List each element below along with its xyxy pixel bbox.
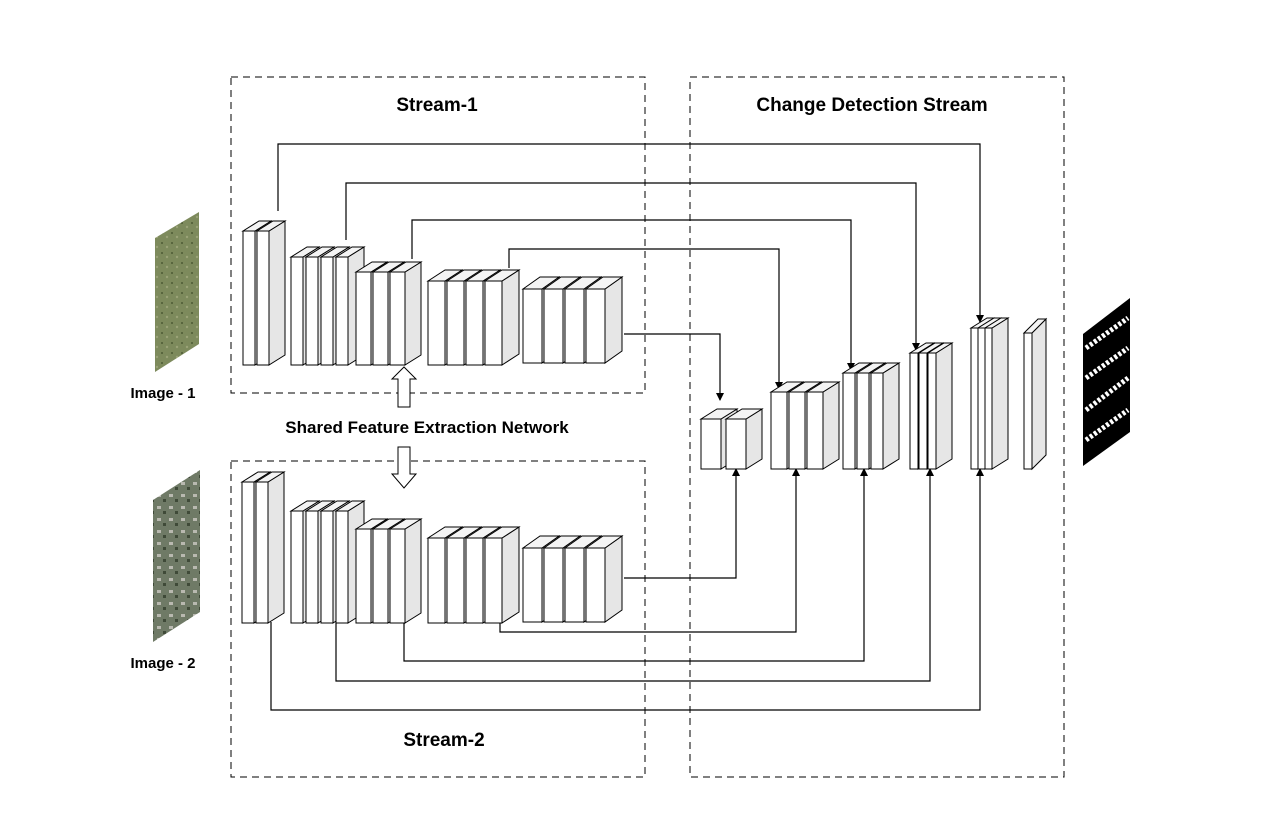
shared-up-arrow <box>390 366 418 408</box>
s2-block-3-slab-3 <box>388 518 423 624</box>
s2-block-1-slab-2 <box>254 471 286 624</box>
bottleneck-s1 <box>624 333 724 401</box>
cd-block-2-slab-3 <box>805 381 841 470</box>
stream-1-box <box>230 76 646 394</box>
skip-s2-l4 <box>499 468 800 633</box>
skip-s2-l2 <box>335 468 934 682</box>
output-change-map <box>1083 298 1130 466</box>
cd-block-1-slab-2 <box>724 408 764 470</box>
stream-2-box <box>230 460 646 778</box>
s1-block-4-slab-4 <box>483 269 521 366</box>
s1-block-1-slab-2 <box>255 220 287 366</box>
stream-1-title: Stream-1 <box>396 95 478 116</box>
skip-s1-l4 <box>508 248 783 390</box>
input-image-1 <box>155 212 199 372</box>
change-detection-title: Change Detection Stream <box>756 95 987 116</box>
bottleneck-s2 <box>624 468 740 579</box>
s1-block-5-slab-4 <box>584 276 624 364</box>
input-image-2 <box>153 470 200 642</box>
skip-s1-l1 <box>277 143 984 323</box>
cd-final-layer <box>1022 317 1048 471</box>
feature-map-blocks <box>240 220 1048 624</box>
cd-block-5-slab-3 <box>983 317 1010 470</box>
stream-2-title: Stream-2 <box>403 730 484 751</box>
skip-s2-l3 <box>403 468 868 662</box>
skip-s1-l2 <box>345 182 920 351</box>
change-detection-box <box>689 76 1065 778</box>
shared-network-label: Shared Feature Extraction Network <box>285 418 569 437</box>
cd-block-4-slab-3 <box>926 342 954 470</box>
s2-block-5-slab-4 <box>584 535 624 623</box>
shared-down-arrow <box>390 446 418 489</box>
s1-block-3-slab-3 <box>388 261 423 366</box>
image-1-label: Image - 1 <box>130 385 195 402</box>
s2-block-4-slab-4 <box>483 526 521 624</box>
skip-s2-l1 <box>270 468 984 711</box>
cd-block-3-slab-3 <box>869 362 901 470</box>
image-2-label: Image - 2 <box>130 655 195 672</box>
skip-s1-l3 <box>411 219 855 371</box>
